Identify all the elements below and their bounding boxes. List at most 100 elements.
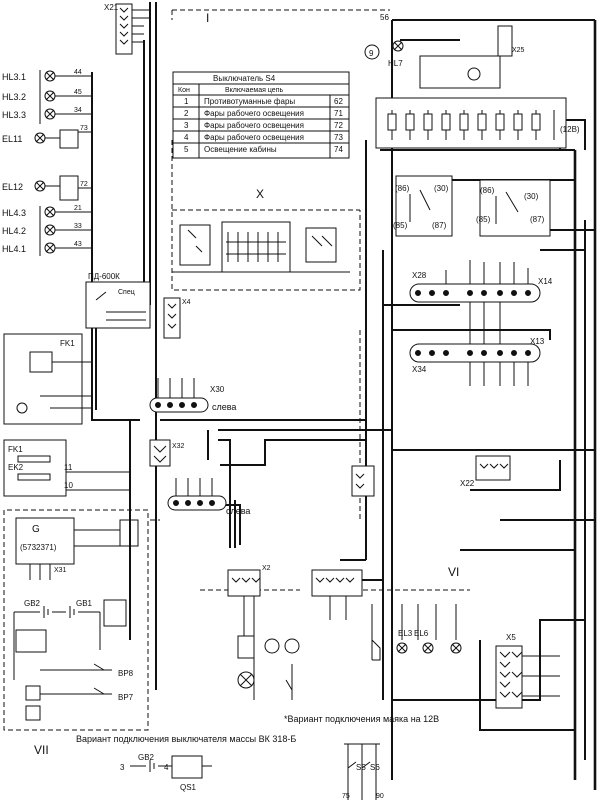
svg-text:GB2: GB2 (138, 753, 155, 762)
svg-text:Фары рабочего освещения: Фары рабочего освещения (204, 109, 304, 118)
svg-text:73: 73 (334, 133, 343, 142)
dashed-frames (3, 9, 470, 731)
svg-text:(86): (86) (480, 186, 495, 195)
svg-text:X32: X32 (172, 443, 185, 450)
svg-text:(30): (30) (524, 192, 539, 201)
svg-text:X13: X13 (530, 337, 545, 346)
svg-text:90: 90 (376, 793, 384, 800)
connector-x32: X32 слева (149, 439, 250, 516)
svg-text:GB2: GB2 (24, 599, 41, 608)
heater-block: FK1 EK2 11 10 (3, 439, 130, 497)
svg-text:71: 71 (334, 109, 343, 118)
svg-text:56: 56 (380, 13, 389, 22)
zone-label-vii: VII (34, 743, 49, 757)
svg-text:HL3.2: HL3.2 (2, 92, 26, 102)
svg-text:FK1: FK1 (8, 445, 23, 454)
svg-text:(87): (87) (432, 221, 447, 230)
svg-text:43: 43 (74, 241, 82, 248)
svg-text:Включаемая цепь: Включаемая цепь (225, 87, 283, 94)
svg-text:BP7: BP7 (118, 693, 134, 702)
svg-text:72: 72 (334, 121, 343, 130)
svg-text:X14: X14 (538, 277, 553, 286)
svg-text:EK2: EK2 (8, 463, 24, 472)
switch-table: Выключатель S4 Кон Включаемая цепь 1 Про… (172, 71, 350, 159)
left-lamps: HL3.1 44 HL3.2 45 HL3.3 34 EL11 73 EL12 … (2, 69, 92, 256)
svg-text:X22: X22 (460, 479, 475, 488)
svg-text:S5: S5 (356, 763, 366, 772)
svg-text:11: 11 (64, 463, 73, 472)
svg-text:X28: X28 (412, 271, 427, 280)
svg-text:(5732371): (5732371) (20, 543, 57, 552)
svg-text:Фары рабочего освещения: Фары рабочего освещения (204, 121, 304, 130)
connector-x5: X5 (495, 633, 560, 709)
svg-text:33: 33 (74, 223, 82, 230)
connector-x21: X21 (104, 3, 150, 55)
svg-text:21: 21 (74, 205, 82, 212)
svg-text:S6: S6 (370, 763, 380, 772)
svg-text:X34: X34 (412, 365, 427, 374)
svg-text:HL3.1: HL3.1 (2, 72, 26, 82)
svg-text:X21: X21 (104, 3, 119, 12)
note-left-line: Вариант подключения выключателя массы ВК… (76, 734, 296, 744)
svg-text:72: 72 (80, 181, 88, 188)
sensor-block: BP8 BP7 (25, 663, 134, 721)
svg-text:3: 3 (120, 763, 125, 772)
svg-text:44: 44 (74, 69, 82, 76)
svg-text:Выключатель S4: Выключатель S4 (213, 74, 276, 83)
pd600-block: ПД-600К Спец X4 (85, 272, 191, 339)
svg-text:EL12: EL12 (2, 182, 23, 192)
svg-text:62: 62 (334, 97, 343, 106)
svg-text:X25: X25 (512, 47, 525, 54)
connector-x13: X13 X34 (409, 302, 545, 386)
svg-text:EL11: EL11 (2, 134, 22, 144)
svg-text:HL4.1: HL4.1 (2, 244, 26, 254)
bus-wires (91, 2, 597, 790)
connector-x30: X30 слева (149, 378, 236, 413)
zone-label-vi: VI (448, 565, 459, 579)
connector-x4b: X22 (351, 455, 511, 497)
svg-text:75: 75 (342, 793, 350, 800)
svg-text:X30: X30 (210, 385, 225, 394)
lamp-group-el: EL3 EL6 (371, 604, 462, 661)
svg-text:слева: слева (226, 506, 250, 516)
svg-text:X5: X5 (506, 633, 516, 642)
battery-block: GB2 GB1 (13, 599, 127, 680)
svg-text:74: 74 (334, 145, 343, 154)
svg-text:4: 4 (184, 133, 189, 142)
generator-block: G (5732371) X31 (15, 517, 139, 580)
svg-text:5: 5 (184, 145, 189, 154)
note-right: *Вариант подключения маяка на 12В (284, 714, 439, 724)
beacon-hl7: 56 9 HL7 X25 (364, 13, 525, 89)
svg-text:(85): (85) (393, 221, 408, 230)
switch-s5-s6: S5 S6 75 90 (342, 743, 384, 800)
fuse-box: (12В) (375, 97, 580, 149)
svg-text:QS1: QS1 (180, 783, 197, 792)
svg-text:(86): (86) (395, 184, 410, 193)
svg-text:FK1: FK1 (60, 339, 75, 348)
zone-label-i: I (206, 11, 209, 25)
switch-s4-block (172, 221, 350, 273)
svg-text:Фары рабочего освещения: Фары рабочего освещения (204, 133, 304, 142)
svg-text:EL6: EL6 (414, 629, 429, 638)
svg-text:BP8: BP8 (118, 669, 134, 678)
svg-text:(85): (85) (476, 215, 491, 224)
svg-text:X31: X31 (54, 567, 67, 574)
relay-right: (86) (30) (85) (87) (476, 179, 551, 237)
zone-label-x: X (256, 187, 264, 201)
svg-text:X4: X4 (182, 299, 191, 306)
svg-text:10: 10 (64, 481, 73, 490)
svg-text:Освещение кабины: Освещение кабины (204, 145, 277, 154)
svg-text:ПД-600К: ПД-600К (88, 272, 120, 281)
svg-text:(87): (87) (530, 215, 545, 224)
svg-text:45: 45 (74, 89, 82, 96)
svg-text:9: 9 (369, 49, 374, 58)
svg-text:HL4.3: HL4.3 (2, 208, 26, 218)
relay-left: (86) (30) (85) (87) (393, 175, 453, 237)
svg-text:Спец: Спец (118, 289, 135, 296)
connector-x2: X2 (227, 565, 363, 700)
svg-text:34: 34 (74, 107, 82, 114)
svg-text:73: 73 (80, 125, 88, 132)
svg-text:Кон: Кон (178, 87, 190, 94)
svg-text:HL3.3: HL3.3 (2, 110, 26, 120)
